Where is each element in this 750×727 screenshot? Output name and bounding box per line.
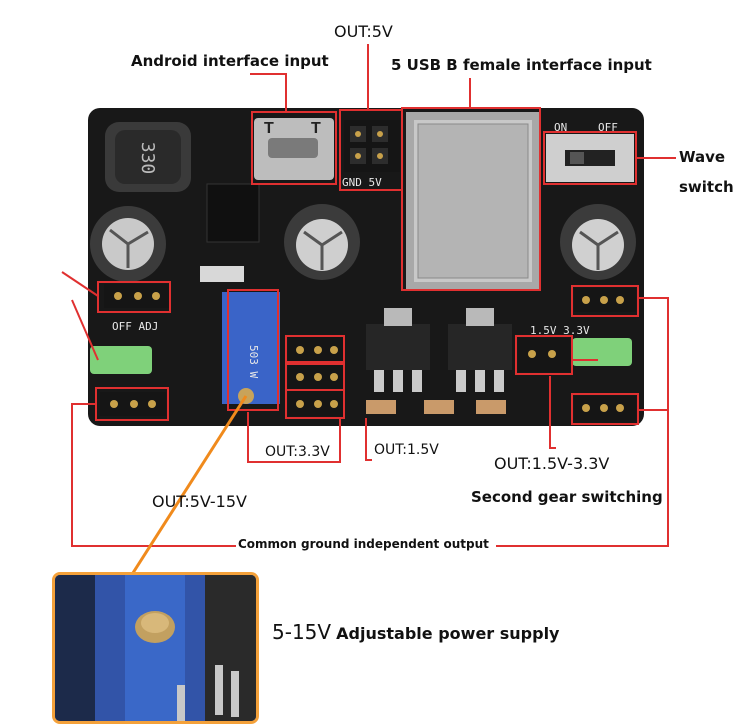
- ic-chip: [206, 183, 260, 243]
- label-out-5v: OUT:5V: [334, 22, 393, 41]
- box-mid-1: [285, 335, 345, 365]
- box-right-top: [571, 285, 639, 317]
- box-micro-usb: [251, 111, 337, 185]
- resistor: [200, 266, 244, 282]
- header-3v3: [288, 336, 344, 416]
- regulator-left: [366, 308, 430, 392]
- box-left-top: [97, 281, 171, 313]
- header-left-bottom: [100, 392, 166, 416]
- svg-text:T: T: [264, 120, 274, 137]
- cap-small-3: [476, 400, 506, 414]
- svg-text:GND 5V: GND 5V: [342, 176, 382, 189]
- annotation-boxes: [95, 107, 639, 425]
- label-adj-supply-suffix: Adjustable power supply: [336, 624, 560, 643]
- label-adj-supply-prefix: 5-15V: [272, 620, 332, 644]
- slide-switch: ON OFF: [546, 121, 634, 182]
- svg-text:T: T: [311, 120, 321, 137]
- trimmer-pot: 503 W: [222, 292, 280, 404]
- svg-text:ON: ON: [554, 121, 567, 134]
- svg-text:503 W: 503 W: [247, 345, 260, 378]
- label-wave-switch-2: switch: [679, 178, 734, 196]
- header-right-mid: [518, 338, 570, 372]
- cap-small-2: [424, 400, 454, 414]
- jumper-left: [90, 346, 152, 374]
- label-android-input: Android interface input: [131, 52, 329, 70]
- label-out-3v3: OUT:3.3V: [265, 444, 330, 460]
- header-right-top: [574, 288, 636, 312]
- label-adj-supply: 5-15V Adjustable power supply: [272, 620, 559, 644]
- capacitor-right: [560, 204, 636, 280]
- inductor: 330: [105, 122, 191, 192]
- box-trimmer: [227, 289, 279, 411]
- usb-b-port: [406, 112, 540, 290]
- label-out-1v5: OUT:1.5V: [374, 442, 439, 458]
- label-second-gear: Second gear switching: [471, 488, 663, 506]
- capacitor-left: [90, 206, 166, 282]
- regulator-right: [448, 308, 512, 392]
- label-out-5v-15v: OUT:5V-15V: [152, 492, 247, 511]
- jumper-right: [572, 338, 632, 366]
- header-left-top: [104, 284, 170, 308]
- micro-usb-port: T T: [254, 118, 334, 180]
- header-gnd-5v: GND 5V: [342, 120, 400, 189]
- svg-text:330: 330: [137, 142, 158, 175]
- svg-text:OFF: OFF: [598, 121, 618, 134]
- trimmer-closeup-inset: [52, 572, 259, 724]
- closeup-photo: [55, 575, 256, 721]
- cap-small-1: [366, 400, 396, 414]
- label-common-ground: Common ground independent output: [238, 537, 489, 551]
- box-right-mid: [515, 335, 573, 375]
- header-right-bottom: [574, 396, 636, 420]
- capacitor-middle: [284, 204, 360, 280]
- svg-text:OFF ADJ: OFF ADJ: [112, 320, 158, 333]
- svg-text:1.5V 3.3V: 1.5V 3.3V: [530, 324, 590, 337]
- label-usb-b-input: 5 USB B female interface input: [391, 56, 652, 74]
- annotation-leaders: [61, 44, 676, 547]
- label-wave-switch-1: Wave: [679, 148, 726, 166]
- box-mid-3: [285, 389, 345, 419]
- label-out-1v5-3v3: OUT:1.5V-3.3V: [494, 454, 610, 473]
